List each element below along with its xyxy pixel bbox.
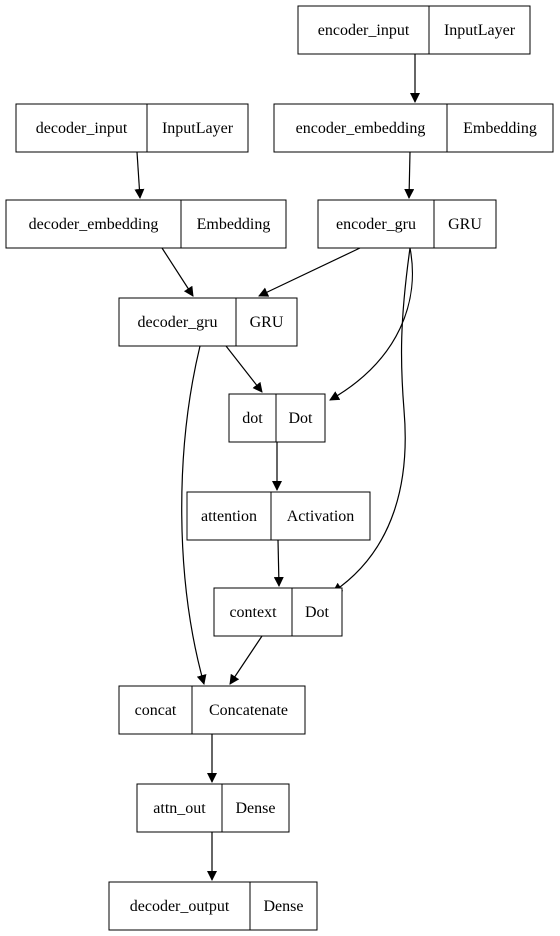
edge-encoder-embedding-to-encoder-gru xyxy=(404,151,415,199)
node-name-label: attn_out xyxy=(153,800,206,817)
node-box xyxy=(186,491,371,541)
node-name-label: dot xyxy=(242,410,263,427)
node-type-label: Dot xyxy=(289,410,314,427)
edge-decoder-embedding-to-decoder-gru xyxy=(161,247,194,297)
node-box xyxy=(273,103,554,153)
edge-context-to-concat xyxy=(229,635,263,685)
edge-decoder-input-to-decoder-embedding xyxy=(134,151,145,199)
node-box xyxy=(118,297,298,347)
node-name-label: encoder_embedding xyxy=(296,120,426,137)
node-concat: concat Concatenate xyxy=(118,685,306,735)
node-name-label: encoder_gru xyxy=(336,216,416,233)
node-decoder-output: decoder_output Dense xyxy=(108,881,318,931)
node-attention: attention Activation xyxy=(186,491,371,541)
node-name-label: decoder_input xyxy=(36,120,128,137)
node-type-label: Embedding xyxy=(463,120,537,137)
node-type-label: Dense xyxy=(264,898,304,915)
edge-decoder-gru-to-dot xyxy=(225,345,263,393)
node-decoder-input: decoder_input InputLayer xyxy=(15,103,249,153)
node-encoder-input: encoder_input InputLayer xyxy=(297,5,531,55)
node-name-label: encoder_input xyxy=(318,22,410,39)
node-type-label: Dense xyxy=(236,800,276,817)
node-box xyxy=(5,199,287,249)
node-encoder-gru: encoder_gru GRU xyxy=(317,199,497,249)
node-decoder-embedding: decoder_embedding Embedding xyxy=(5,199,287,249)
node-box xyxy=(297,5,531,55)
edge-encoder-gru-to-context xyxy=(332,247,411,593)
node-box xyxy=(136,783,290,833)
node-box xyxy=(228,393,326,443)
node-attn-out: attn_out Dense xyxy=(136,783,290,833)
node-name-label: decoder_output xyxy=(130,898,230,915)
node-type-label: GRU xyxy=(250,314,284,331)
node-type-label: GRU xyxy=(448,216,482,233)
node-name-label: decoder_embedding xyxy=(29,216,159,233)
edge-encoder-gru-to-dot xyxy=(329,247,413,401)
node-type-label: InputLayer xyxy=(444,22,516,39)
edge-encoder-gru-to-decoder-gru xyxy=(258,247,361,297)
node-box xyxy=(213,587,343,637)
edge-decoder-gru-to-concat xyxy=(181,345,207,685)
node-type-label: InputLayer xyxy=(162,120,234,137)
node-encoder-embedding: encoder_embedding Embedding xyxy=(273,103,554,153)
edge-attention-to-context xyxy=(273,539,284,587)
node-type-label: Embedding xyxy=(197,216,271,233)
node-type-label: Concatenate xyxy=(209,702,288,719)
node-name-label: context xyxy=(229,604,277,621)
node-type-label: Dot xyxy=(305,604,330,621)
node-name-label: concat xyxy=(135,702,177,719)
node-box xyxy=(118,685,306,735)
node-box xyxy=(15,103,249,153)
node-box xyxy=(108,881,318,931)
node-box xyxy=(317,199,497,249)
edges-layer xyxy=(134,54,420,881)
node-name-label: attention xyxy=(201,508,257,525)
node-context: context Dot xyxy=(213,587,343,637)
node-decoder-gru: decoder_gru GRU xyxy=(118,297,298,347)
node-type-label: Activation xyxy=(287,508,355,525)
node-dot: dot Dot xyxy=(228,393,326,443)
node-name-label: decoder_gru xyxy=(138,314,218,331)
